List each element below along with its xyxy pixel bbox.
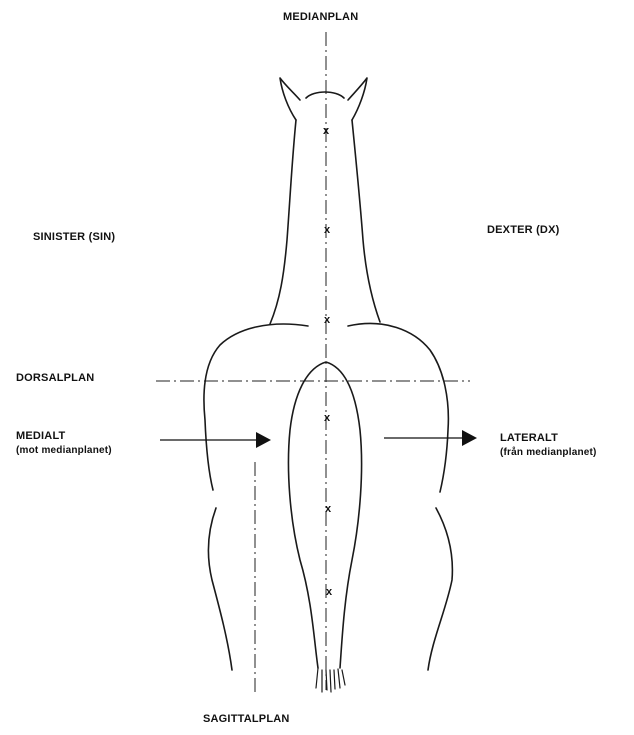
medial-arrow	[160, 432, 271, 448]
dexter-label: DEXTER (DX)	[487, 224, 559, 237]
marker-x: x	[324, 412, 331, 424]
lateral-arrow-head	[462, 430, 477, 446]
lateralt-sub-label: (från medianplanet)	[500, 446, 597, 459]
medial-arrow-head	[256, 432, 271, 448]
tail-tip-hairs	[316, 668, 345, 692]
horse-head	[280, 78, 367, 120]
left-ear	[280, 78, 300, 120]
tail-outline	[288, 362, 361, 668]
medialt-label: MEDIALT	[16, 430, 65, 443]
sinister-label: SINISTER (SIN)	[33, 231, 115, 244]
dorsalplan-label: DORSALPLAN	[16, 372, 94, 385]
marker-x: x	[323, 125, 330, 137]
neck-right-outline	[352, 120, 380, 322]
marker-x: x	[326, 586, 333, 598]
lateral-arrow	[384, 430, 477, 446]
neck-left-outline	[270, 120, 296, 324]
median-markers: x x x x x x	[323, 125, 333, 598]
sagittalplan-label: SAGITTALPLAN	[203, 713, 290, 726]
left-hind-leg	[209, 508, 232, 670]
medialt-sub-label: (mot medianplanet)	[16, 444, 112, 457]
marker-x: x	[324, 224, 331, 236]
marker-x: x	[325, 503, 332, 515]
right-hind-leg	[428, 508, 452, 670]
right-ear	[348, 78, 367, 120]
left-croup	[204, 324, 308, 490]
poll	[306, 92, 344, 98]
medianplan-label: MEDIANPLAN	[283, 11, 358, 24]
right-croup	[348, 323, 448, 492]
marker-x: x	[324, 314, 331, 326]
lateralt-label: LATERALT	[500, 432, 558, 445]
